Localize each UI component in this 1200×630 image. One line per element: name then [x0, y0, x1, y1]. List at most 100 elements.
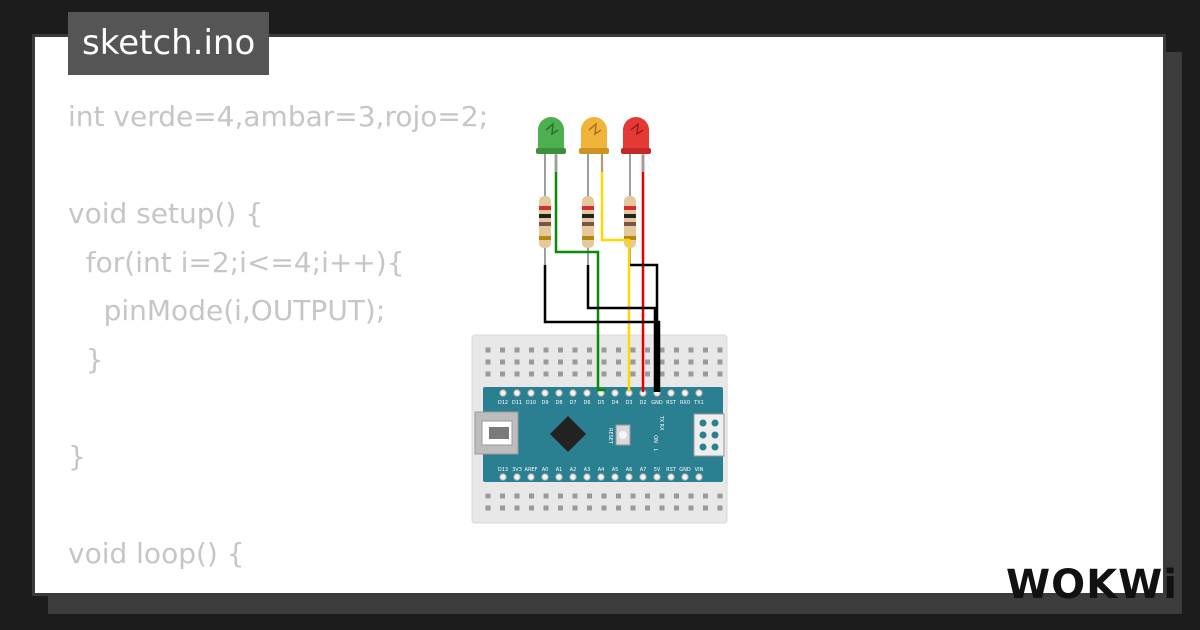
breadboard-hole	[514, 493, 520, 499]
pin-header	[695, 389, 703, 397]
pin-label: A4	[598, 467, 605, 473]
breadboard-hole	[514, 347, 520, 353]
breadboard-hole	[572, 505, 578, 511]
breadboard-hole	[500, 371, 505, 377]
pin-header	[681, 473, 689, 481]
breadboard-hole	[558, 493, 563, 499]
code-line: void setup() {	[68, 197, 264, 230]
breadboard-hole	[601, 371, 607, 377]
breadboard-hole	[616, 347, 621, 353]
pin-header	[583, 473, 591, 481]
pin-header	[583, 389, 591, 397]
breadboard-hole	[529, 505, 534, 511]
breadboard-hole	[543, 493, 549, 499]
pin-label: D4	[611, 400, 618, 406]
wire-black-2	[586, 265, 657, 392]
breadboard-hole	[717, 493, 723, 499]
code-line: int verde=4,ambar=3,rojo=2;	[68, 100, 489, 133]
breadboard-hole	[659, 359, 665, 365]
breadboard-hole	[688, 359, 694, 365]
pin-label: D12	[498, 400, 508, 406]
breadboard-hole	[630, 505, 636, 511]
breadboard-hole	[616, 371, 621, 377]
breadboard-hole	[514, 371, 520, 377]
pin-header	[653, 473, 661, 481]
pin-label: A3	[584, 467, 591, 473]
breadboard-hole	[485, 347, 491, 353]
breadboard-hole	[500, 505, 505, 511]
breadboard-hole	[688, 347, 694, 353]
pin-label: D13	[498, 467, 508, 473]
breadboard-hole	[543, 359, 549, 365]
file-tab[interactable]: sketch.ino	[68, 12, 270, 75]
pin-header	[611, 473, 619, 481]
pin-label: RX0	[680, 400, 690, 406]
wire-green	[554, 155, 606, 392]
code-line: }	[68, 342, 104, 376]
code-line: void loop() {	[68, 536, 245, 570]
led-green	[536, 117, 566, 172]
code-editor: int verde=4,ambar=3,rojo=2; void setup() …	[68, 93, 488, 578]
breadboard-hole	[630, 493, 636, 499]
pin-header	[597, 473, 605, 481]
breadboard-hole	[587, 371, 592, 377]
breadboard-hole	[630, 371, 636, 377]
breadboard-hole	[529, 371, 534, 377]
breadboard-hole	[529, 359, 534, 365]
wokwi-logo: WOKWi	[1006, 562, 1178, 608]
breadboard-hole	[659, 347, 665, 353]
pin-label: A1	[556, 467, 563, 473]
breadboard-hole	[645, 347, 650, 353]
breadboard-hole	[674, 493, 679, 499]
breadboard-hole	[601, 347, 607, 353]
breadboard-hole	[703, 347, 708, 353]
breadboard-hole	[572, 371, 578, 377]
breadboard-hole	[703, 359, 708, 365]
pin-header	[555, 473, 563, 481]
icsp-pin	[711, 443, 719, 451]
pin-header	[513, 389, 521, 397]
rx-label: RX	[658, 424, 664, 431]
pin-label: A7	[640, 467, 647, 473]
pin-label: RST	[666, 400, 677, 406]
breadboard-hole	[630, 347, 636, 353]
icsp-pin	[711, 419, 719, 427]
on-label: ON	[652, 435, 658, 443]
breadboard-hole	[688, 505, 694, 511]
pin-label: RST	[666, 467, 677, 473]
pin-header	[625, 473, 633, 481]
breadboard-hole	[674, 371, 679, 377]
svg-text:WOKWi: WOKWi	[1006, 562, 1178, 608]
breadboard-hole	[485, 505, 491, 511]
pin-header	[611, 389, 619, 397]
pin-header	[569, 389, 577, 397]
pin-header	[527, 473, 535, 481]
pin-label: 3V3	[512, 467, 522, 473]
breadboard-hole	[674, 347, 679, 353]
breadboard-hole	[500, 493, 505, 499]
breadboard-hole	[630, 359, 636, 365]
breadboard-hole	[485, 359, 491, 365]
pin-label: D10	[526, 400, 536, 406]
pin-label: 5V	[654, 467, 661, 473]
pin-label: D8	[555, 400, 562, 406]
code-line: }	[68, 439, 86, 473]
pin-label: D5	[597, 400, 604, 406]
breadboard-hole	[703, 493, 708, 499]
pin-label: GND	[651, 400, 663, 406]
breadboard-hole	[558, 359, 563, 365]
pin-header	[499, 389, 507, 397]
pin-header	[541, 389, 549, 397]
breadboard-hole	[688, 493, 694, 499]
breadboard-hole	[645, 493, 650, 499]
breadboard-hole	[543, 505, 549, 511]
pin-label: D9	[541, 400, 548, 406]
pin-label: D11	[512, 400, 522, 406]
pin-header	[541, 473, 549, 481]
pin-label: VIN	[695, 467, 704, 473]
breadboard-hole	[688, 371, 694, 377]
breadboard-hole	[645, 505, 650, 511]
